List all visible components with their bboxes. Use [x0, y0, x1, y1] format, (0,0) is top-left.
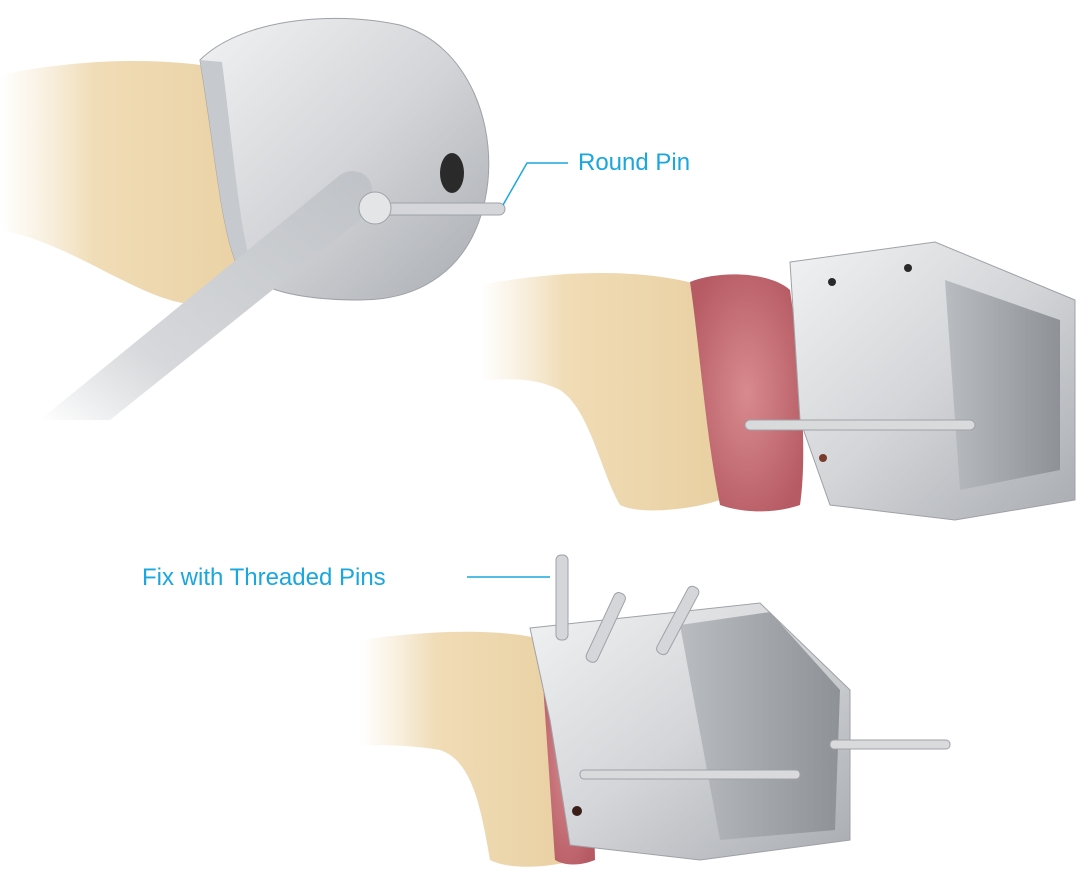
- block-pin: [745, 420, 975, 430]
- figure-round-pin: [0, 18, 505, 420]
- figure-threaded-pins: [360, 555, 950, 867]
- figure-cutting-block: [480, 242, 1075, 520]
- block-hole-bottom: [572, 806, 582, 816]
- cap-hole: [440, 153, 464, 193]
- threaded-pin-1: [556, 555, 568, 640]
- femur-bone-middle: [480, 273, 720, 510]
- block-hole-2: [904, 264, 912, 272]
- protruding-pin: [830, 740, 950, 749]
- round-pin-label: Round Pin: [578, 149, 690, 177]
- handle-pivot: [359, 192, 391, 224]
- threaded-pins-label: Fix with Threaded Pins: [142, 564, 386, 592]
- block-hole-3: [819, 454, 827, 462]
- round-pin-leader-line: [503, 163, 568, 205]
- block-hole-1: [828, 278, 836, 286]
- long-pin-bottom: [580, 770, 800, 779]
